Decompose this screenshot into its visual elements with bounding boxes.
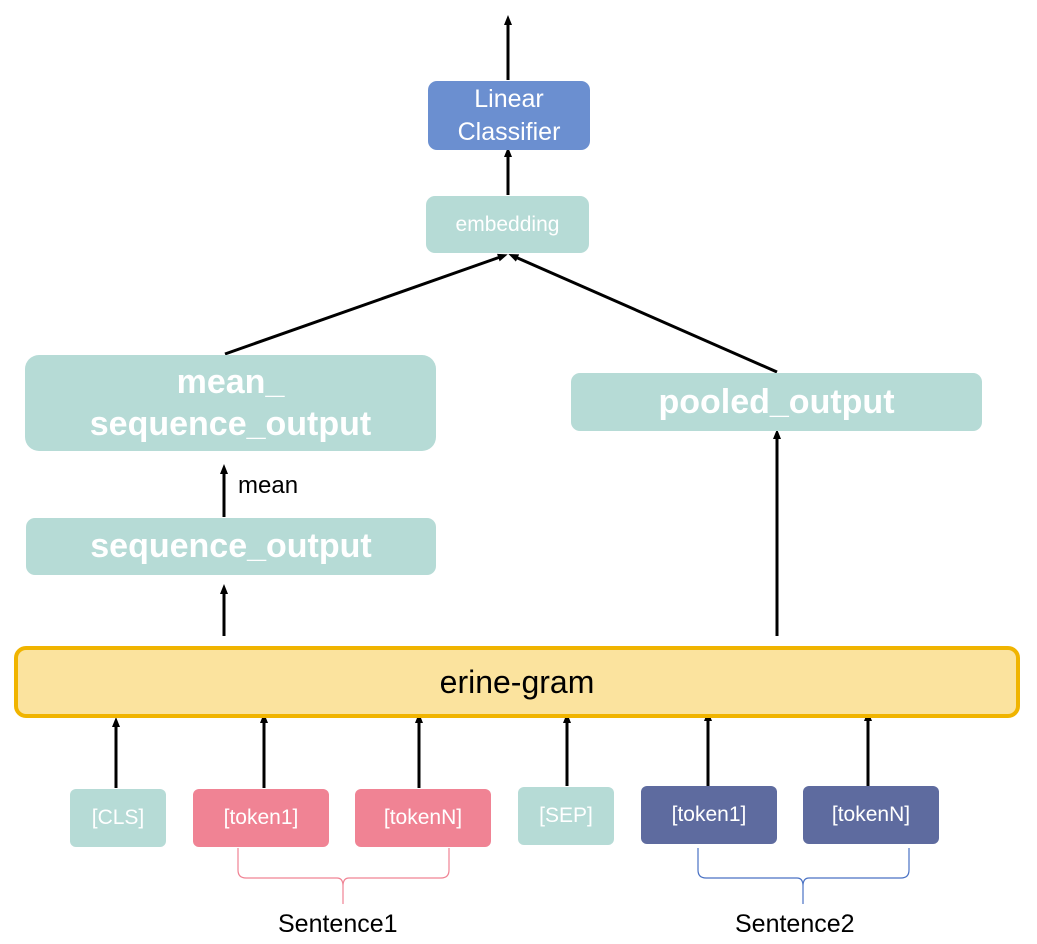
sentence2-tokenN: [tokenN] (803, 786, 939, 844)
sentence1-token1: [token1] (193, 789, 329, 847)
mean-seq-to-embedding-arrow (224, 253, 508, 356)
erine-gram-model-box: erine-gram (14, 646, 1020, 718)
sep-token: [SEP] (518, 787, 614, 845)
sentence1-tokenN: [tokenN] (355, 789, 491, 847)
linear-classifier-box: Linear Classifier (428, 81, 590, 150)
pooled-to-embedding-arrow (508, 253, 778, 374)
mean-sequence-output-box: mean_ sequence_output (25, 355, 436, 451)
cls-token: [CLS] (70, 789, 166, 847)
sentence2-token1: [token1] (641, 786, 777, 844)
mean-arrow-label: mean (238, 472, 299, 499)
sentence1-brace (237, 848, 450, 904)
sequence-output-box: sequence_output (26, 518, 436, 575)
sentence1-label: Sentence1 (278, 910, 398, 938)
sentence2-brace (697, 848, 910, 904)
embedding-box: embedding (426, 196, 589, 253)
pooled-output-box: pooled_output (571, 373, 982, 431)
sentence2-label: Sentence2 (735, 910, 855, 938)
